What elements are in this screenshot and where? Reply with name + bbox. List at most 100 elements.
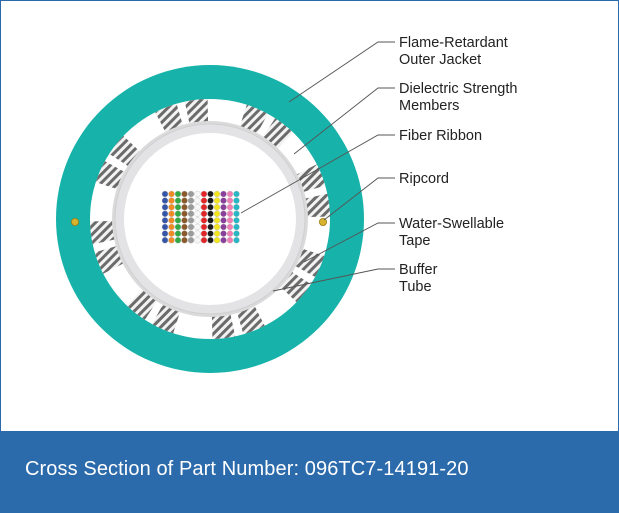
fiber-dot [213, 210, 221, 218]
callout-leader-line [288, 41, 395, 103]
callout-label-line: Buffer [399, 262, 438, 278]
callout-label-line: Members [399, 98, 459, 114]
fiber-dot [213, 230, 221, 237]
fiber-dot [194, 236, 201, 244]
fiber-dot [207, 190, 214, 198]
callout-label-line: Tube [399, 279, 432, 295]
fiber-dot [187, 217, 195, 224]
strength-member-segment [126, 288, 158, 320]
callout-leader-line [303, 222, 395, 263]
fiber-dot [168, 203, 175, 211]
fiber-dot [233, 197, 240, 204]
fiber-dot [220, 197, 227, 204]
fiber-dot [174, 190, 182, 198]
fiber-dot [200, 236, 208, 244]
fiber-dot [207, 203, 214, 211]
ripcord-right [318, 217, 327, 226]
fiber-dot [207, 217, 214, 224]
fiber-dot [181, 217, 188, 224]
fiber-dot [213, 203, 221, 211]
fiber-dot [174, 203, 182, 211]
fiber-dot [181, 230, 188, 237]
fiber-dot [174, 230, 182, 237]
fiber-dot [194, 203, 201, 211]
fiber-dot [220, 210, 227, 218]
callout-label-line: Ripcord [399, 171, 449, 187]
strength-member-segment [236, 305, 265, 335]
strength-member-segment [304, 193, 330, 218]
fiber-dot [200, 197, 208, 204]
fiber-dot [181, 236, 188, 244]
strength-member-segment [90, 220, 116, 245]
strength-member-segment [279, 271, 311, 303]
fiber-dot [187, 223, 195, 231]
fiber-dot [226, 236, 234, 244]
strength-member-segment [296, 164, 326, 193]
dielectric-strength-members [90, 99, 330, 339]
strength-member-segment [294, 248, 325, 277]
fiber-ribbon-stack [161, 190, 240, 244]
fiber-dot [233, 203, 240, 211]
fiber-dot [220, 230, 227, 237]
fiber-dot [207, 230, 214, 237]
caption-title: Cross Section of Part Number: 096TC7-141… [25, 458, 469, 480]
fiber-dot [187, 236, 195, 244]
fiber-dot [161, 210, 169, 218]
fiber-dot [226, 203, 234, 211]
fiber-dot [174, 210, 182, 218]
fiber-dot [161, 197, 169, 204]
fiber-dot [220, 190, 227, 198]
fiber-dot [174, 217, 182, 224]
fiber-dot [194, 230, 201, 237]
fiber-dot [168, 210, 175, 218]
fiber-dot [174, 236, 182, 244]
fiber-dot [161, 236, 169, 244]
fiber-dot [174, 197, 182, 204]
fiber-dot [187, 190, 195, 198]
fiber-dot [194, 223, 201, 231]
fiber-dot [220, 223, 227, 231]
callout-label: Ripcord [399, 171, 449, 187]
strength-member-segment [95, 161, 126, 190]
fiber-dot [233, 217, 240, 224]
strength-member-segment [211, 313, 236, 339]
fiber-dot [233, 230, 240, 237]
fiber-dot [207, 210, 214, 218]
fiber-dot [168, 197, 175, 204]
fiber-dot [187, 203, 195, 211]
callout-label: Fiber Ribbon [399, 128, 482, 144]
fiber-dot [200, 223, 208, 231]
fiber-dot [174, 223, 182, 231]
fiber-dot [168, 223, 175, 231]
fiber-dot [213, 190, 221, 198]
fiber-dot [181, 197, 188, 204]
callout-leader-line [240, 134, 395, 214]
fiber-dot [161, 190, 169, 198]
strength-member-segment [94, 245, 124, 274]
fiber-dot [194, 217, 201, 224]
fiber-dot [213, 217, 221, 224]
strength-member-segment [239, 104, 268, 135]
fiber-dot [200, 217, 208, 224]
fiber-dot [220, 236, 227, 244]
fiber-dot [226, 197, 234, 204]
fiber-dot [181, 203, 188, 211]
callout-label-line: Water-Swellable [399, 216, 504, 232]
fiber-dot [161, 217, 169, 224]
fiber-dot [200, 190, 208, 198]
callout-label-line: Dielectric Strength [399, 81, 517, 97]
fiber-dot [213, 223, 221, 231]
callout-label-line: Flame-Retardant [399, 35, 508, 51]
ripcord-left [71, 217, 80, 226]
fiber-dot [194, 210, 201, 218]
strength-member-segment [155, 103, 184, 133]
fiber-dot [226, 223, 234, 231]
fiber-dot [194, 190, 201, 198]
fiber-dot [207, 236, 214, 244]
fiber-dot [226, 217, 234, 224]
fiber-dot [220, 217, 227, 224]
callout-leader-line [293, 87, 395, 155]
fiber-dot [226, 230, 234, 237]
